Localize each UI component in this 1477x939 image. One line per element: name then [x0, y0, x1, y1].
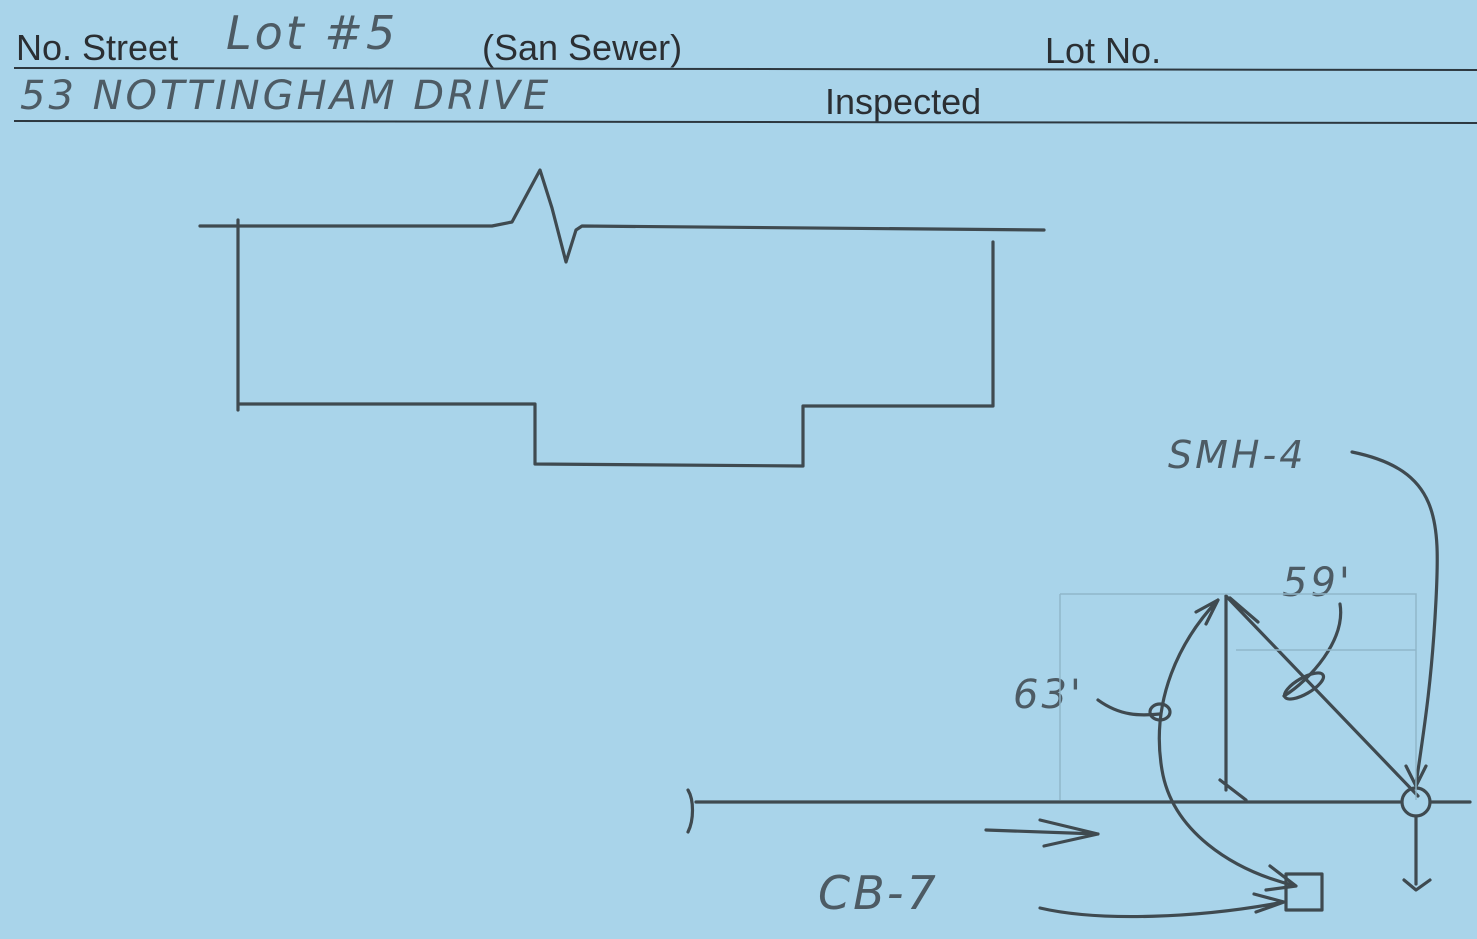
- sewer-main-line: [686, 788, 1402, 834]
- service-type-label: (San Sewer): [482, 27, 683, 68]
- manhole-label: SMH-4: [1168, 433, 1307, 477]
- lateral-line: [1218, 594, 1248, 802]
- manhole-tie-line: [1224, 594, 1420, 798]
- manhole-distance-label: 59': [1282, 560, 1353, 606]
- lot-number-handwritten: Lot #5: [226, 6, 399, 60]
- catch-basin-distance-label: 63': [1013, 672, 1084, 718]
- catch-basin-leader: [1038, 892, 1286, 919]
- form-rule-lines: [13, 67, 1477, 124]
- catch-basin-symbol: [1284, 872, 1324, 912]
- building-outline: [198, 168, 1046, 468]
- street-label: No. Street: [16, 27, 179, 68]
- catch-basin-arc: [1157, 598, 1298, 892]
- manhole-leader: [1350, 450, 1439, 788]
- distance-59-leader: [1282, 602, 1343, 698]
- flow-arrow: [984, 818, 1100, 848]
- catch-basin-label: CB-7: [818, 866, 939, 920]
- lot-no-label: Lot No.: [1045, 30, 1162, 71]
- address-handwritten: 53 NOTTINGHAM DRIVE: [20, 73, 552, 119]
- inspected-label: Inspected: [825, 81, 982, 122]
- distance-63-leader: [1096, 698, 1162, 717]
